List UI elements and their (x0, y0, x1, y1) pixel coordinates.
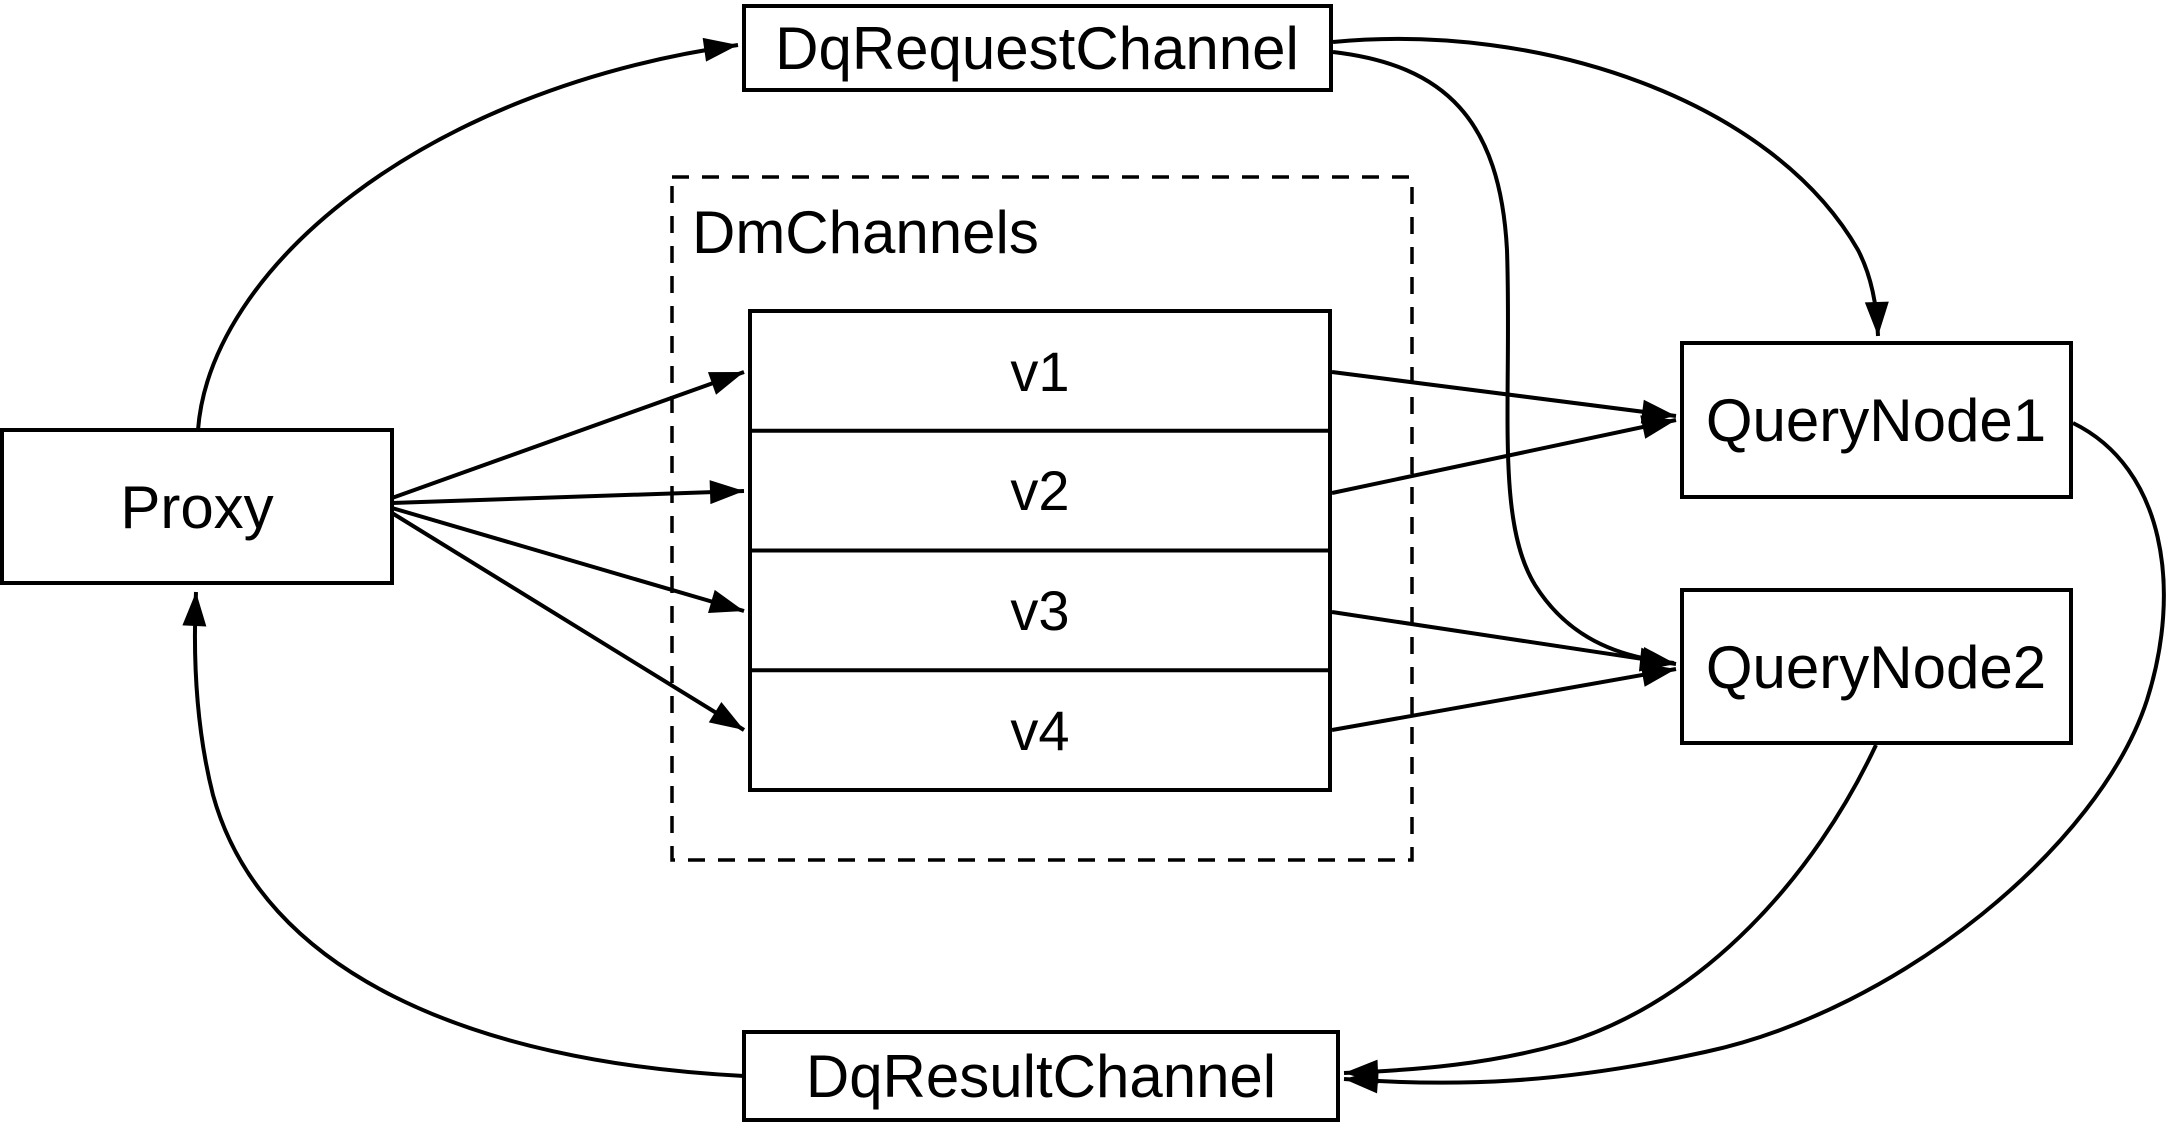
edge-v1-to-querynode1 (1331, 370, 1677, 424)
channel-v1-label: v1 (1010, 340, 1069, 403)
dq-result-channel-box (742, 1030, 1340, 1122)
edge-proxy-to-dqrequestchannel (196, 37, 739, 431)
edge-v3-to-querynode2 (1331, 610, 1677, 671)
edge-dqrequestchannel-to-querynode2 (1332, 50, 1675, 672)
edge-proxy-to-v2 (391, 480, 745, 505)
edge-proxy-to-v4 (390, 511, 746, 732)
edge-dqrequestchannel-to-querynode1 (1332, 36, 1889, 337)
edge-querynode1-to-dqresultchannel (1343, 421, 2166, 1094)
dq-request-channel-label: DqRequestChannel (775, 15, 1299, 82)
query-node-1-box (1680, 341, 2073, 499)
dm-channels-group-label: DmChannels (692, 199, 1039, 266)
channel-v2-label: v2 (1010, 459, 1069, 522)
edge-proxy-to-v3 (391, 506, 745, 613)
proxy-box (0, 428, 394, 585)
channel-v3-label: v3 (1010, 579, 1069, 642)
edge-proxy-to-v1 (391, 370, 745, 500)
edge-v2-to-querynode1 (1331, 415, 1677, 495)
query-node-2-box (1680, 588, 2073, 745)
dq-result-channel-label: DqResultChannel (806, 1043, 1276, 1110)
edge-dqresultchannel-to-proxy (182, 591, 745, 1078)
query-node-1-label: QueryNode1 (1706, 387, 2046, 454)
proxy-label: Proxy (120, 474, 273, 541)
dm-channels-group-box (670, 175, 1414, 862)
edge-querynode2-to-dqresultchannel (1343, 744, 1878, 1084)
channel-v4-label: v4 (1010, 699, 1069, 762)
edge-v4-to-querynode2 (1331, 663, 1677, 732)
query-node-2-label: QueryNode2 (1706, 634, 2046, 701)
dq-request-channel-box (742, 4, 1333, 92)
